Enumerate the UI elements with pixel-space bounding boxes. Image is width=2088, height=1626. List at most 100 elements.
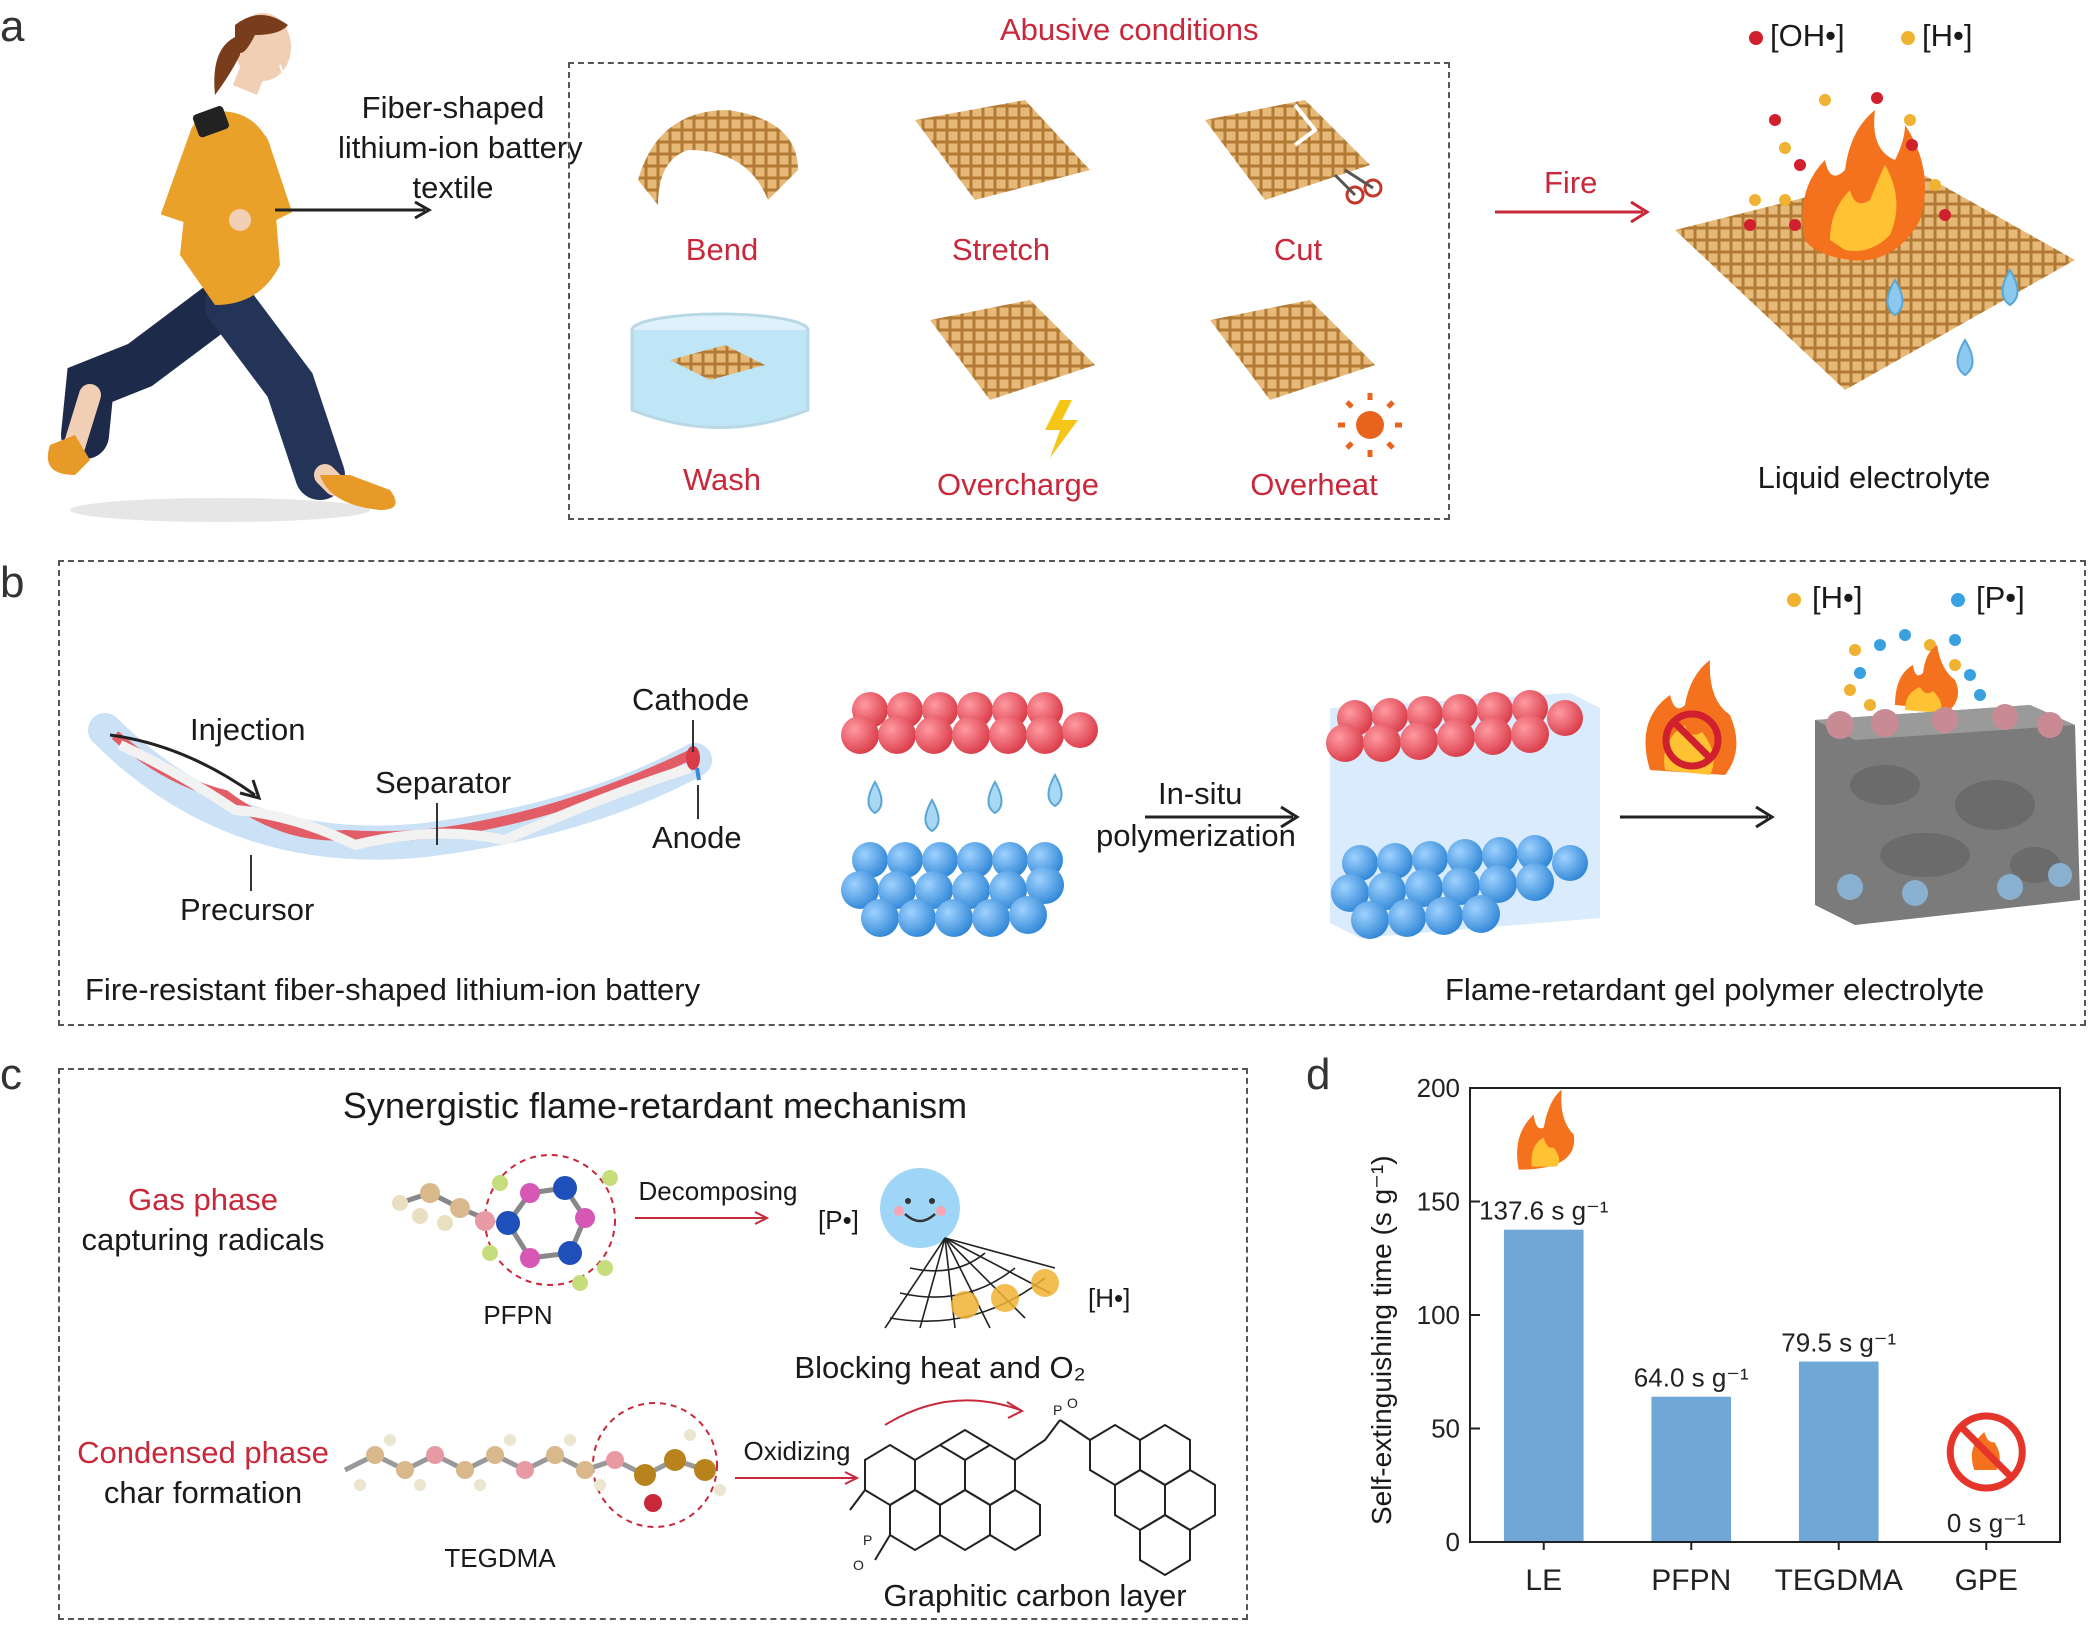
decomposing-label: Decomposing bbox=[638, 1176, 798, 1206]
graphitic-label: Graphitic carbon layer bbox=[883, 1578, 1187, 1613]
gel-caption: Flame-retardant gel polymer electrolyte bbox=[1445, 972, 1985, 1007]
tegdma-label: TEGDMA bbox=[444, 1543, 556, 1573]
separator-leader bbox=[436, 803, 438, 845]
precursor-leader bbox=[250, 855, 252, 891]
y-tick-label: 150 bbox=[1417, 1187, 1460, 1217]
x-tick-label-le: LE bbox=[1525, 1564, 1562, 1597]
condition-stretch: Stretch bbox=[951, 232, 1051, 267]
condition-bend: Bend bbox=[685, 232, 759, 267]
y-axis-label: Self-extinguishing time (s g⁻¹) bbox=[1366, 1155, 1397, 1525]
gel-electrolyte-box bbox=[1326, 690, 1600, 939]
bar-pfpn bbox=[1651, 1396, 1732, 1542]
p-radical-label: [P•] bbox=[818, 1205, 859, 1235]
x-tick-label-gpe: GPE bbox=[1955, 1564, 2018, 1597]
cathode-label: Cathode bbox=[632, 682, 750, 717]
fiber-pointer-arrow bbox=[275, 200, 433, 220]
polymerization-arrow bbox=[1145, 805, 1300, 829]
data-label-pfpn: 64.0 s g⁻¹ bbox=[1634, 1363, 1749, 1393]
blocking-label: Blocking heat and O₂ bbox=[794, 1350, 1086, 1385]
abusive-title: Abusive conditions bbox=[1000, 12, 1259, 47]
electrode-spheres-with-precursor bbox=[841, 692, 1098, 937]
legend-h: [H•] bbox=[1922, 18, 1973, 53]
svg-text:O: O bbox=[853, 1557, 864, 1573]
bar-le bbox=[1503, 1229, 1584, 1542]
legend-oh: [OH•] bbox=[1770, 18, 1845, 53]
y-tick-label: 0 bbox=[1446, 1527, 1460, 1557]
charred-gel-block bbox=[1815, 629, 2080, 925]
runner-illustration bbox=[47, 13, 396, 522]
flame-icon bbox=[1517, 1089, 1575, 1170]
battery-caption: Fire-resistant fiber-shaped lithium-ion … bbox=[85, 972, 701, 1007]
fiber-label-line1: Fiber-shaped bbox=[361, 90, 545, 125]
condition-cut: Cut bbox=[1273, 232, 1323, 267]
injection-label: Injection bbox=[190, 712, 306, 747]
panel-letter-a: a bbox=[0, 2, 25, 51]
y-tick-label: 100 bbox=[1417, 1300, 1460, 1330]
p-radical-smiley-net bbox=[880, 1168, 1059, 1329]
mechanism-title: Synergistic flame-retardant mechanism bbox=[342, 1085, 968, 1126]
oxidizing-label: Oxidizing bbox=[743, 1436, 851, 1466]
svg-text:P: P bbox=[863, 1532, 872, 1548]
fiber-battery-label: Fiber-shaped lithium-ion battery textile bbox=[338, 88, 583, 208]
flame-inner-icon bbox=[1531, 1137, 1560, 1167]
polymerization-label-2: polymerization bbox=[1096, 818, 1296, 853]
oh-radical-dot-icon bbox=[1749, 31, 1763, 45]
injection-arrow bbox=[109, 733, 262, 801]
polymerization-label-1: In-situ bbox=[1158, 776, 1243, 811]
data-label-gpe: 0 s g⁻¹ bbox=[1947, 1508, 2026, 1538]
stretch-textile-icon bbox=[915, 100, 1090, 200]
cathode-leader bbox=[692, 720, 694, 752]
bar-tegdma bbox=[1798, 1361, 1879, 1542]
x-tick-label-tegdma: TEGDMA bbox=[1775, 1564, 1903, 1597]
liquid-electrolyte-label: Liquid electrolyte bbox=[1757, 460, 1991, 495]
p-radical-dot-icon bbox=[1951, 593, 1965, 607]
fire-arrow bbox=[1495, 200, 1650, 224]
fire-label: Fire bbox=[1544, 165, 1598, 200]
condition-overcharge: Overcharge bbox=[937, 467, 1099, 502]
fiber-label-line3: textile bbox=[412, 170, 494, 205]
fiber-label-line2: lithium-ion battery bbox=[338, 130, 583, 165]
panel-b-box bbox=[58, 560, 2086, 1026]
y-tick-label: 50 bbox=[1431, 1414, 1460, 1444]
fiber-battery-illustration bbox=[88, 713, 712, 860]
cut-textile-icon bbox=[1205, 100, 1383, 205]
panel-letter-c: c bbox=[0, 1050, 22, 1099]
b-legend-p: [P•] bbox=[1976, 580, 2025, 615]
overcharge-textile-icon bbox=[930, 300, 1095, 458]
wash-bowl-icon bbox=[630, 312, 810, 429]
h-radical-label: [H•] bbox=[1088, 1283, 1131, 1313]
burning-textile-icon bbox=[1675, 92, 2075, 390]
blocking-curve-arrow bbox=[884, 1399, 1025, 1426]
condensed-phase-sub: char formation bbox=[103, 1475, 303, 1510]
y-tick-label: 200 bbox=[1417, 1073, 1460, 1103]
b-legend-h: [H•] bbox=[1812, 580, 1863, 615]
pfpn-molecule bbox=[392, 1154, 618, 1291]
h-radical-dot-icon bbox=[1901, 31, 1915, 45]
anode-label: Anode bbox=[652, 820, 742, 855]
x-tick-label-pfpn: PFPN bbox=[1651, 1564, 1731, 1597]
data-label-le: 137.6 s g⁻¹ bbox=[1479, 1196, 1609, 1226]
bar-chart: 137.6 s g⁻¹ LE 64.0 s g⁻¹ PFPN 79.5 s g⁻¹ TEG… bbox=[1417, 1073, 2061, 1597]
panel-letter-b: b bbox=[0, 558, 25, 607]
no-fire-icon bbox=[1645, 660, 1737, 775]
bend-textile-icon bbox=[638, 110, 798, 205]
svg-text:O: O bbox=[1067, 1395, 1078, 1411]
decomposing-arrow bbox=[635, 1211, 770, 1225]
panel-c-box bbox=[58, 1068, 1248, 1620]
tegdma-molecule bbox=[343, 1402, 726, 1528]
oxidizing-arrow bbox=[735, 1471, 860, 1485]
condition-overheat: Overheat bbox=[1250, 467, 1378, 502]
gas-phase-sub: capturing radicals bbox=[81, 1222, 325, 1257]
condensed-phase-label: Condensed phase bbox=[77, 1435, 329, 1470]
overheat-textile-icon bbox=[1210, 300, 1402, 457]
separator-label: Separator bbox=[375, 765, 512, 800]
svg-text:P: P bbox=[1053, 1402, 1062, 1418]
gel-arrow bbox=[1620, 805, 1775, 829]
data-label-tegdma: 79.5 s g⁻¹ bbox=[1781, 1328, 1896, 1358]
gas-phase-label: Gas phase bbox=[128, 1182, 278, 1217]
condition-wash: Wash bbox=[682, 462, 762, 497]
b-h-radical-dot-icon bbox=[1787, 593, 1801, 607]
anode-leader bbox=[697, 785, 699, 819]
pfpn-label: PFPN bbox=[483, 1300, 553, 1330]
